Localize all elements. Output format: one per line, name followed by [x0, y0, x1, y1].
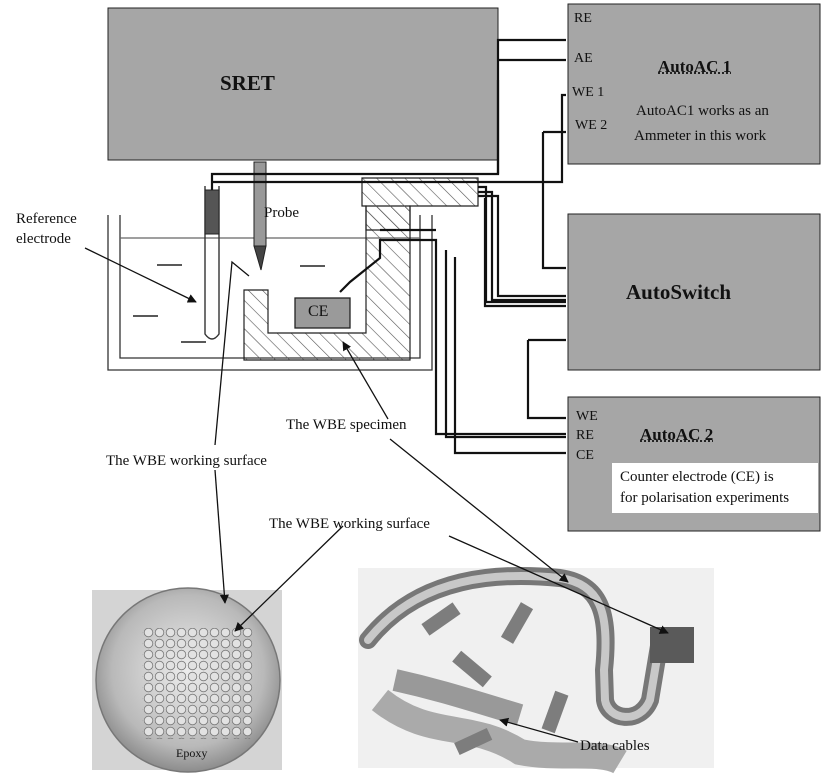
- ce-label: CE: [308, 304, 328, 320]
- autoac1-title: AutoAC 1: [658, 58, 731, 75]
- sret-box: [108, 8, 498, 160]
- wbe-disc-photo: [92, 588, 282, 772]
- autoac1-port-ae: AE: [574, 52, 593, 66]
- autoac2-port-ce: CE: [576, 449, 594, 463]
- autoac1-port-we2: WE 2: [575, 119, 607, 133]
- reference-electrode-label-1: Reference: [16, 212, 77, 227]
- wbe-specimen-label: The WBE specimen: [286, 418, 407, 433]
- autoac2-note-2: for polarisation experiments: [620, 491, 789, 506]
- reference-electrode-cap: [205, 190, 219, 234]
- autoac1-port-re: RE: [574, 12, 592, 26]
- autoac2-port-we: WE: [576, 410, 598, 424]
- autoac2-note-1: Counter electrode (CE) is: [620, 470, 774, 485]
- autoac1-port-we1: WE 1: [572, 86, 604, 100]
- data-cables-photo: [358, 568, 714, 768]
- reference-electrode-label-2: electrode: [16, 232, 71, 247]
- sret-probe-tip: [254, 246, 266, 270]
- autoac1-note-2: Ammeter in this work: [634, 129, 766, 144]
- autoac2-port-re: RE: [576, 429, 594, 443]
- wbe-working-surface-label-1: The WBE working surface: [106, 454, 267, 469]
- wbe-working-surface-label-2: The WBE working surface: [269, 517, 430, 532]
- autoac1-note-1: AutoAC1 works as an: [636, 104, 769, 119]
- autoswitch-title: AutoSwitch: [626, 282, 731, 303]
- data-cables-label: Data cables: [580, 739, 650, 754]
- epoxy-label: Epoxy: [176, 747, 207, 759]
- sret-title: SRET: [220, 73, 275, 94]
- autoac2-title: AutoAC 2: [640, 426, 713, 443]
- probe-label: Probe: [264, 206, 299, 221]
